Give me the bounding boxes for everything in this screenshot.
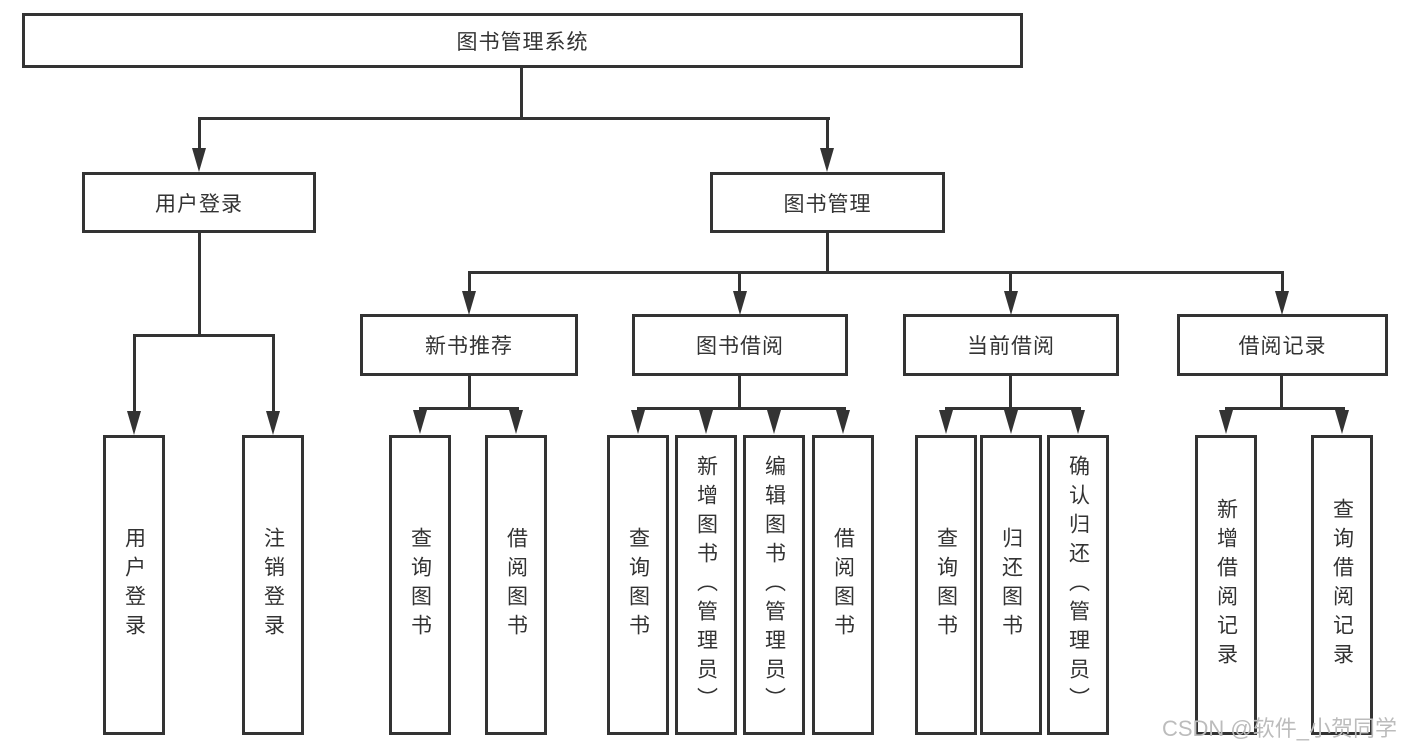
arrow-down-icon (699, 410, 713, 434)
arrow-down-icon (266, 411, 280, 435)
node-book-mgmt-label: 图书管理 (783, 192, 872, 216)
watermark-text: CSDN @软件_小贺同学 (1161, 716, 1397, 741)
node-current-borrow: 当前借阅 (903, 314, 1119, 376)
leaf-borrow-edit-books-admin: 编辑图书（管理员） (743, 435, 805, 735)
connector-stub (272, 337, 275, 411)
leaf-newrec-borrow-books-label: 借阅图书 (504, 527, 528, 643)
connector-new-book-rec-drop (468, 376, 471, 410)
node-current-borrow-label: 当前借阅 (967, 335, 1055, 358)
node-new-book-rec-label: 新书推荐 (425, 335, 513, 358)
leaf-logout: 注销登录 (242, 435, 304, 735)
leaf-record-add-record: 新增借阅记录 (1195, 435, 1257, 735)
connector-user-login-drop (198, 233, 201, 337)
leaf-record-query-record: 查询借阅记录 (1311, 435, 1373, 735)
arrow-down-icon (127, 411, 141, 435)
leaf-borrow-query-books-label: 查询图书 (626, 527, 650, 643)
arrow-down-icon (939, 410, 953, 434)
connector-book-mgmt-drop (826, 233, 829, 274)
arrow-down-icon (767, 410, 781, 434)
leaf-record-query-record-label: 查询借阅记录 (1330, 498, 1354, 672)
arrow-down-icon (1004, 410, 1018, 434)
node-book-borrow: 图书借阅 (632, 314, 848, 376)
connector-root-drop (520, 68, 523, 120)
connector-stub (133, 337, 136, 411)
node-root-label: 图书管理系统 (456, 30, 589, 54)
leaf-user-login: 用户登录 (103, 435, 165, 735)
connector-stub (198, 120, 201, 148)
arrow-down-icon (1071, 410, 1085, 434)
connector-borrow-record-rail (1225, 407, 1345, 410)
arrow-down-icon (1004, 291, 1018, 315)
connector-book-mgmt-rail (468, 271, 1284, 274)
leaf-newrec-query-books-label: 查询图书 (408, 527, 432, 643)
arrow-down-icon (820, 148, 834, 172)
connector-stub (1009, 274, 1012, 291)
arrow-down-icon (413, 410, 427, 434)
leaf-current-return-books-label: 归还图书 (999, 527, 1023, 643)
arrow-down-icon (733, 291, 747, 315)
leaf-record-add-record-label: 新增借阅记录 (1214, 498, 1238, 672)
connector-borrow-record-drop (1280, 376, 1283, 410)
leaf-borrow-add-books-admin-label: 新增图书（管理员） (694, 454, 718, 716)
leaf-current-confirm-return-admin-label: 确认归还（管理员） (1066, 454, 1090, 716)
node-root: 图书管理系统 (22, 13, 1023, 68)
connector-book-borrow-drop (738, 376, 741, 410)
leaf-logout-label: 注销登录 (261, 527, 285, 643)
connector-user-login-rail (133, 334, 275, 337)
leaf-borrow-add-books-admin: 新增图书（管理员） (675, 435, 737, 735)
connector-stub (468, 274, 471, 291)
arrow-down-icon (1275, 291, 1289, 315)
node-user-login-label: 用户登录 (155, 192, 243, 216)
arrow-down-icon (192, 148, 206, 172)
leaf-borrow-edit-books-admin-label: 编辑图书（管理员） (762, 454, 786, 716)
connector-current-borrow-drop (1009, 376, 1012, 410)
leaf-newrec-query-books: 查询图书 (389, 435, 451, 735)
connector-book-borrow-rail (637, 407, 846, 410)
node-book-borrow-label: 图书借阅 (696, 335, 784, 358)
node-new-book-rec: 新书推荐 (360, 314, 578, 376)
node-borrow-record: 借阅记录 (1177, 314, 1388, 376)
node-borrow-record-label: 借阅记录 (1238, 335, 1327, 358)
leaf-current-query-books: 查询图书 (915, 435, 977, 735)
leaf-borrow-borrow-books-label: 借阅图书 (831, 527, 855, 643)
leaf-borrow-borrow-books: 借阅图书 (812, 435, 874, 735)
connector-new-book-rec-rail (419, 407, 519, 410)
arrow-down-icon (509, 410, 523, 434)
arrow-down-icon (1219, 410, 1233, 434)
arrow-down-icon (462, 291, 476, 315)
leaf-current-confirm-return-admin: 确认归还（管理员） (1047, 435, 1109, 735)
leaf-current-query-books-label: 查询图书 (934, 527, 958, 643)
arrow-down-icon (836, 410, 850, 434)
connector-root-rail (198, 117, 830, 120)
leaf-borrow-query-books: 查询图书 (607, 435, 669, 735)
connector-stub (1281, 274, 1284, 291)
node-user-login: 用户登录 (82, 172, 316, 233)
leaf-newrec-borrow-books: 借阅图书 (485, 435, 547, 735)
arrow-down-icon (631, 410, 645, 434)
leaf-user-login-label: 用户登录 (122, 527, 146, 643)
arrow-down-icon (1335, 410, 1349, 434)
connector-stub (826, 120, 829, 148)
connector-stub (738, 274, 741, 291)
node-book-mgmt: 图书管理 (710, 172, 945, 233)
connector-current-borrow-rail (945, 407, 1081, 410)
leaf-current-return-books: 归还图书 (980, 435, 1042, 735)
